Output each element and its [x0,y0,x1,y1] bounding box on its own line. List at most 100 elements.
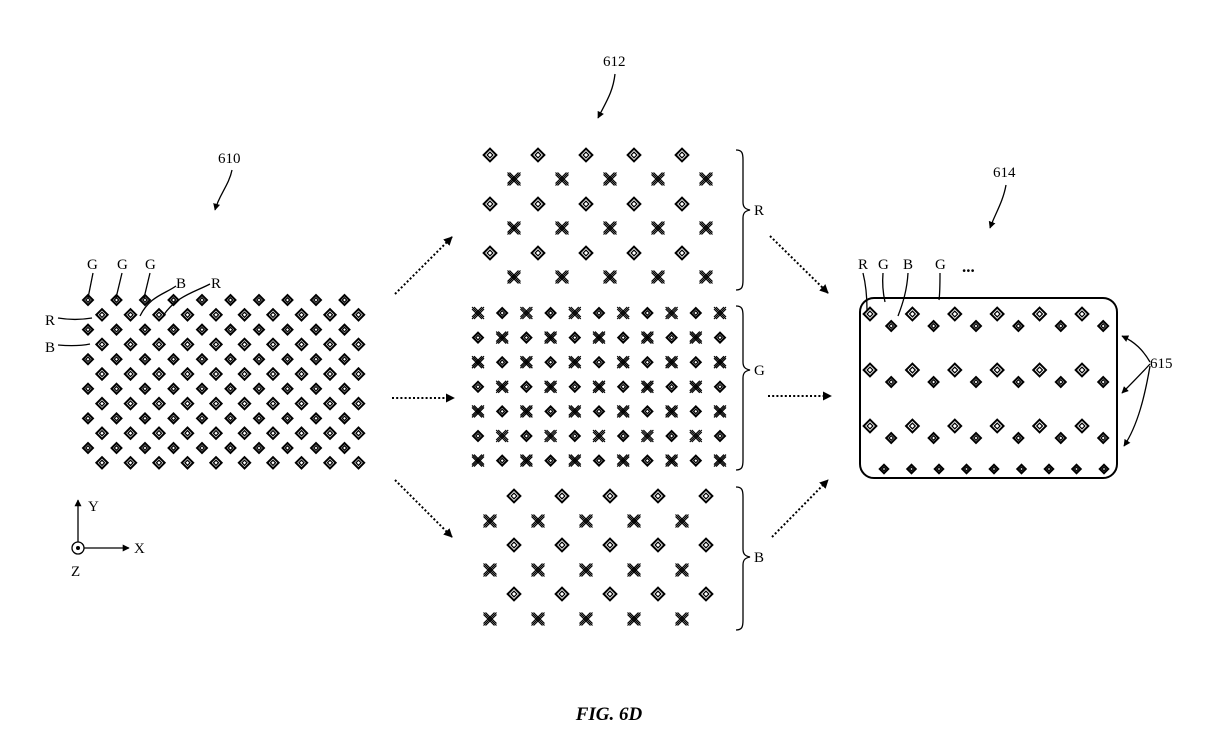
display-pixel [1074,418,1090,434]
g-cross [689,380,703,394]
g-pixel [495,355,509,369]
pixel-diamond [309,412,323,425]
pixel-diamond [138,382,152,396]
pixel-diamond [110,412,123,425]
pixel-diamond [167,352,180,366]
display-ellipsis: ... [962,257,975,276]
label-row-r: R [45,313,55,329]
pixel-diamond [252,293,266,307]
display-pixel [1031,362,1048,378]
label-col-g2: G [117,257,128,273]
pixel-diamond [81,352,95,366]
g-cross [519,355,533,369]
display-pixel [1015,463,1028,475]
g-pixel [568,380,582,394]
pixel-diamond [81,293,95,307]
g-cross [568,306,582,320]
pixel-diamond [138,352,152,366]
pixel-diamond [252,441,266,455]
display-pixel [1031,306,1048,322]
ref-610: 610 [218,151,241,167]
display-pixel [1096,319,1110,333]
pixel-diamond [237,455,252,470]
pixel-diamond [294,366,309,382]
g-pixel [616,380,630,394]
display-label-g2: G [935,257,946,273]
r-pixel [674,147,690,163]
pixel-diamond [224,293,237,307]
g-pixel [592,306,606,320]
brace-b [735,486,751,631]
display-pixel [933,463,945,475]
group-braces [735,149,751,631]
g-pixel [689,405,703,418]
pixel-diamond [322,307,338,322]
display-pixel [1043,463,1055,475]
pixel-diamond [110,382,123,396]
display-pixel [969,431,983,445]
arrow-to-r-group [394,236,453,295]
pixel-diamond [351,396,366,411]
pixel-diamond [281,412,294,425]
pixel-diamond [265,366,281,382]
pixel-diamond [123,366,138,382]
display-pixel [1074,362,1090,378]
g-pixel [665,380,678,394]
pixel-diamond [151,307,167,322]
pixel-diamond [294,455,309,470]
pixel-diamond [309,441,323,455]
b-pixel [554,488,570,504]
display-pixel [904,306,921,322]
b-cross [627,514,641,528]
g-cross [689,429,703,443]
g-pixel [689,306,703,320]
r-cross [699,270,713,284]
g-cross [592,331,606,345]
r-pixel [482,196,498,212]
display-pixel [862,418,878,434]
pixel-diamond [351,337,366,352]
r-pixel [626,196,642,212]
display-pixel [1054,431,1068,445]
r-pixel [530,147,546,163]
display-pixel [989,362,1005,378]
label-col-r: R [211,276,221,292]
pixel-diamond [322,366,338,382]
g-pixel [495,405,509,418]
display-pixel [969,319,983,333]
pixel-diamond [265,337,281,352]
display-pixel [1096,375,1110,389]
pixel-diamond [123,455,138,470]
g-pixel [713,429,727,443]
pixel-diamond [281,441,294,455]
r-cross [603,221,617,235]
display-pixel [1096,431,1110,445]
b-cross [675,612,689,626]
pixel-diamond [195,412,209,425]
r-pixel [626,245,642,261]
b-cross [579,563,593,577]
g-group-pixels [471,306,727,468]
g-cross [689,331,703,345]
pixel-diamond [123,396,138,411]
pixel-diamond [94,426,110,441]
g-pixel [641,405,654,418]
b-cross [483,563,497,577]
b-pixel [602,488,618,504]
separated-arrays: 612 R G B [471,54,765,631]
display-pixel [989,418,1005,434]
display-pixel [862,362,878,378]
b-pixel [698,537,714,553]
pixel-diamond [81,412,95,425]
pixel-diamond [123,307,138,322]
g-pixel [495,306,509,320]
b-pixel [698,488,714,504]
pixel-diamond [294,307,309,322]
r-pixel [530,245,546,261]
ref-615-leaders [1121,335,1151,447]
g-pixel [495,454,509,467]
pixel-diamond [167,323,180,336]
r-cross [555,221,569,235]
b-pixel [554,586,570,602]
arrow-from-r-group [769,235,829,294]
